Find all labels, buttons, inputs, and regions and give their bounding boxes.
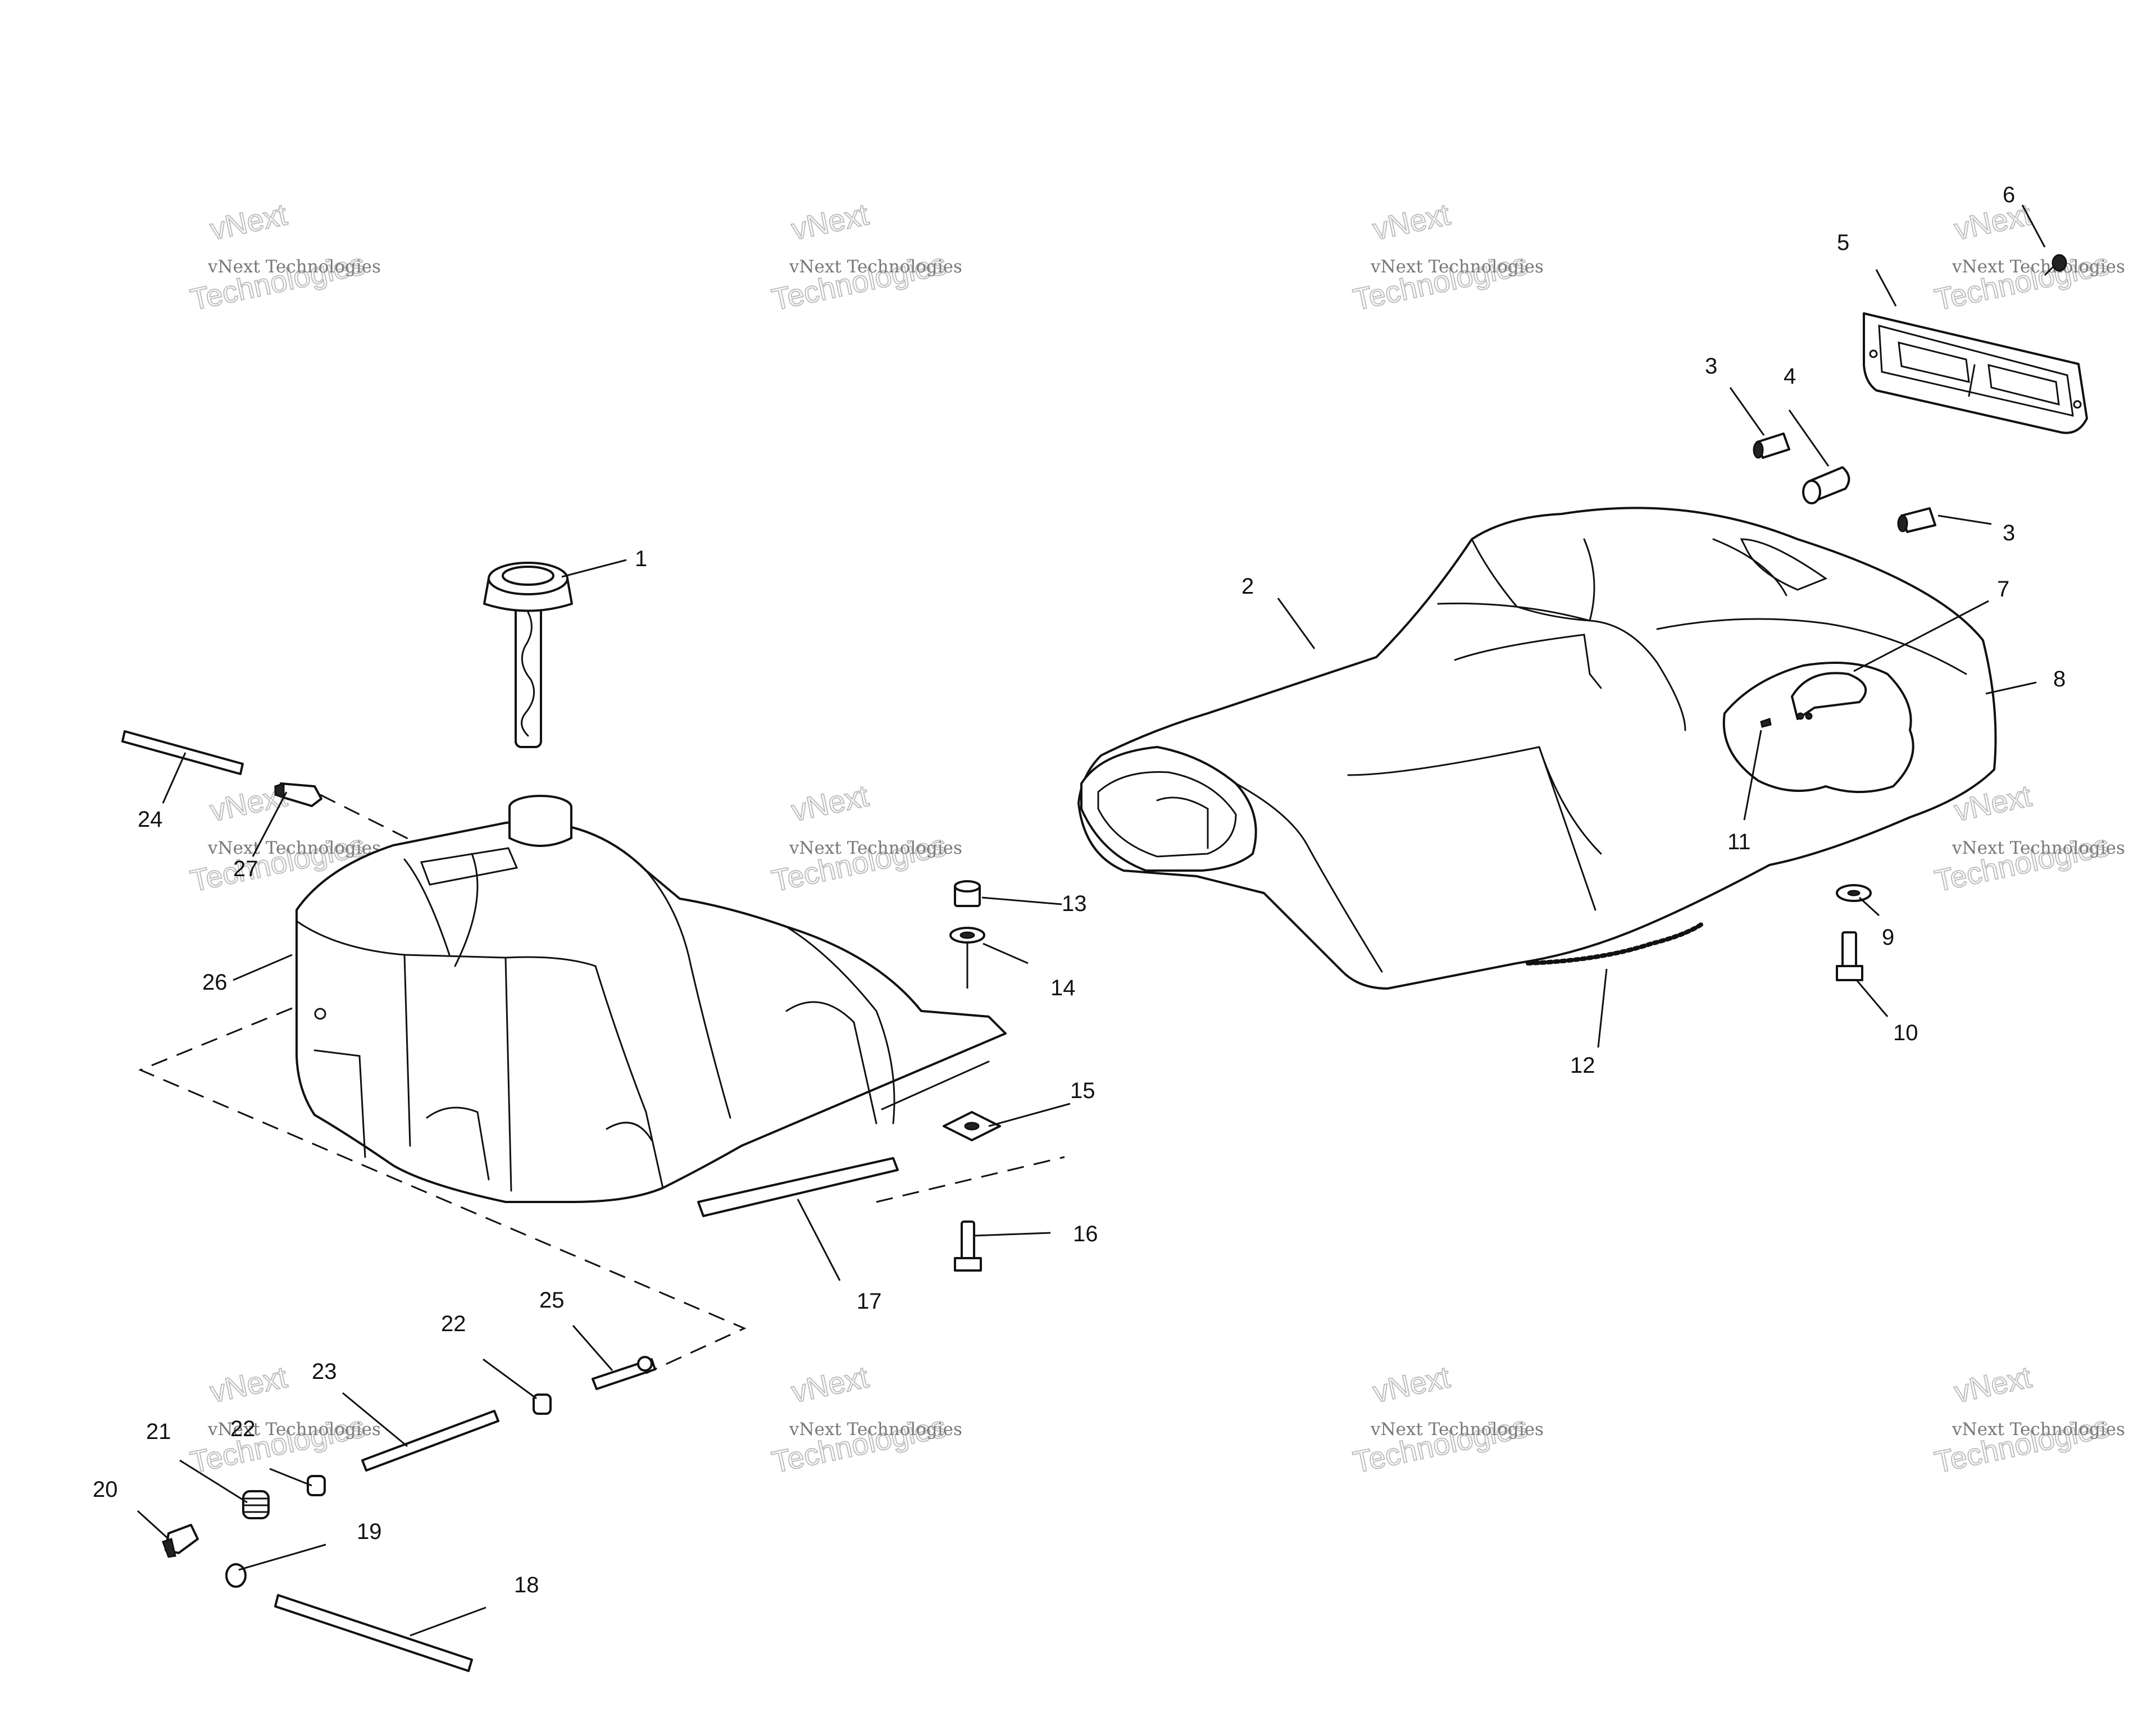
svg-text:vNext: vNext — [1952, 198, 2035, 247]
callout-10: 10 — [1893, 1021, 1918, 1045]
svg-text:vNext Technologies: vNext Technologies — [207, 1419, 381, 1440]
watermark: vNext vNext Technologies Technologies — [1931, 1360, 2125, 1480]
seat-base — [1077, 507, 1997, 990]
svg-text:vNext: vNext — [789, 198, 872, 247]
fuel-tank — [295, 795, 1007, 1203]
svg-text:vNext: vNext — [789, 779, 872, 828]
svg-text:vNext: vNext — [1952, 1360, 2035, 1409]
callout-26: 26 — [202, 970, 228, 995]
svg-text:vNext Technologies: vNext Technologies — [207, 257, 381, 277]
watermark: vNext vNext Technologies Technologies — [768, 778, 962, 899]
callout-3: 3 — [1705, 354, 1717, 379]
callout-27: 27 — [233, 857, 258, 881]
svg-text:vNext: vNext — [1370, 198, 1453, 247]
callout-16: 16 — [1073, 1222, 1098, 1246]
watermark: vNext vNext Technologies Technologies — [187, 1360, 381, 1480]
watermark: vNext vNext Technologies Technologies — [1350, 197, 1544, 317]
vent-tube — [121, 730, 244, 775]
callout-9: 9 — [1882, 925, 1894, 950]
watermark: vNext vNext Technologies Technologies — [768, 197, 962, 317]
fuel-hose — [361, 1410, 499, 1472]
svg-text:vNext Technologies: vNext Technologies — [789, 838, 962, 858]
hose-clamp — [225, 1563, 247, 1588]
callout-5: 5 — [1837, 230, 1849, 255]
fuel-tank-assembly — [121, 562, 1065, 1672]
seat-washer — [1836, 884, 1872, 902]
cap-fitting — [533, 1393, 552, 1415]
svg-text:vNext Technologies: vNext Technologies — [1370, 1419, 1544, 1440]
callout-6: 6 — [2003, 183, 2015, 207]
seat-rivet — [1753, 432, 1790, 459]
foam-strip — [697, 1157, 899, 1217]
callout-2: 2 — [1241, 574, 1254, 599]
watermark: vNext vNext Technologies Technologies — [768, 1360, 962, 1480]
svg-text:vNext Technologies: vNext Technologies — [789, 257, 962, 277]
seat-bolt — [1836, 931, 1863, 981]
seat-rivet — [1897, 507, 1936, 533]
callout-19: 19 — [357, 1519, 382, 1544]
svg-text:vNext Technologies: vNext Technologies — [207, 838, 381, 858]
cap-fitting — [307, 1475, 326, 1496]
callout-labels: 1 2 3 3 4 5 6 7 8 9 10 11 12 13 14 15 16… — [93, 183, 2066, 1597]
watermark: vNext vNext Technologies Technologies — [187, 197, 381, 317]
fuel-fitting — [592, 1356, 656, 1390]
callout-21: 21 — [146, 1419, 171, 1444]
callout-3: 3 — [2003, 521, 2015, 545]
elbow-fitting — [274, 782, 322, 807]
callout-18: 18 — [514, 1573, 539, 1597]
callout-14: 14 — [1050, 976, 1076, 1000]
callout-17: 17 — [857, 1289, 882, 1314]
callout-1: 1 — [635, 547, 647, 571]
grommet — [242, 1490, 270, 1519]
callout-13: 13 — [1062, 891, 1087, 916]
callout-15: 15 — [1070, 1078, 1095, 1103]
tank-sensor-hole — [314, 1008, 326, 1020]
callout-22: 22 — [230, 1417, 256, 1441]
callout-7: 7 — [1997, 577, 2009, 602]
washer — [949, 927, 985, 989]
callout-22: 22 — [441, 1311, 466, 1336]
callout-25: 25 — [539, 1288, 565, 1313]
tail-light-lens — [1863, 312, 2088, 434]
callout-8: 8 — [2053, 667, 2066, 691]
svg-text:vNext Technologies: vNext Technologies — [1952, 1419, 2125, 1440]
watermark: vNext vNext Technologies Technologies — [1350, 1360, 1544, 1480]
nut — [954, 880, 981, 907]
assembly-line — [320, 794, 427, 849]
lens-screw — [2044, 254, 2067, 276]
svg-text:vNext Technologies: vNext Technologies — [1952, 838, 2125, 858]
svg-text:vNext: vNext — [207, 198, 290, 247]
callout-4: 4 — [1784, 364, 1796, 389]
assembly-line — [876, 1156, 1065, 1203]
mounting-pad — [943, 1111, 1001, 1141]
seat-edge-trim — [1526, 922, 1704, 966]
svg-text:vNext Technologies: vNext Technologies — [789, 1419, 962, 1440]
bolt — [954, 1221, 982, 1272]
svg-text:vNext: vNext — [789, 1360, 872, 1409]
leader-lines — [137, 204, 2046, 1637]
svg-text:vNext: vNext — [1370, 1360, 1453, 1409]
svg-text:vNext Technologies: vNext Technologies — [1952, 257, 2125, 277]
fuel-cap-gauge — [483, 562, 573, 748]
seat-assembly — [1077, 254, 2088, 990]
seat-bumper — [1802, 466, 1850, 504]
assembly-line — [138, 1007, 747, 1374]
callout-24: 24 — [138, 807, 163, 832]
svg-text:vNext Technologies: vNext Technologies — [1370, 257, 1544, 277]
svg-text:vNext: vNext — [207, 1360, 290, 1409]
callout-11: 11 — [1727, 830, 1751, 854]
callout-23: 23 — [312, 1359, 337, 1384]
callout-20: 20 — [93, 1477, 118, 1502]
return-hose — [274, 1594, 473, 1672]
watermark: vNext vNext Technologies Technologies — [1931, 778, 2125, 899]
callout-12: 12 — [1570, 1053, 1595, 1078]
fuel-elbow — [162, 1524, 199, 1558]
